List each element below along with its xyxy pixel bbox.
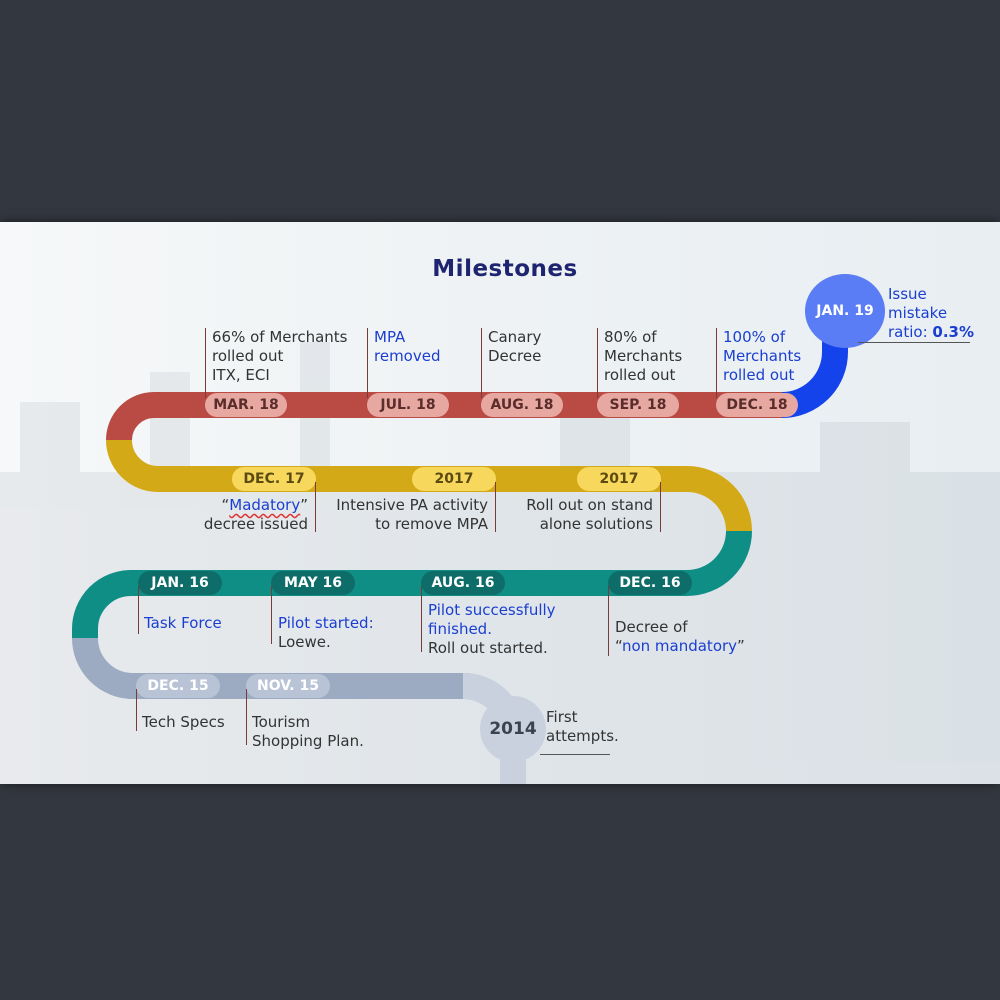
jan19-date: JAN. 19	[816, 303, 874, 319]
path-red	[106, 392, 782, 441]
row1-tick-3	[597, 328, 598, 398]
jan19-label: Issue mistake ratio: 0.3%	[888, 285, 975, 341]
page-title: Milestones	[432, 256, 578, 282]
path-teal	[72, 530, 752, 638]
row4-label-0: Tech Specs	[142, 713, 225, 731]
row3-label-0: Task Force	[144, 614, 222, 632]
row3-pill-1: MAY 16	[271, 571, 355, 595]
row1-tick-4	[716, 328, 717, 398]
row4-pill-0: DEC. 15	[136, 674, 220, 698]
start-circle: 2014	[480, 696, 546, 762]
start-underline	[540, 754, 610, 755]
row2-pill-2: 2017	[577, 467, 661, 491]
row1-pill-2: AUG. 18	[481, 393, 563, 417]
row2-tick-0	[315, 482, 316, 532]
row3-pill-0: JAN. 16	[138, 571, 222, 595]
row1-pill-0: MAR. 18	[205, 393, 287, 417]
row1-tick-1	[367, 328, 368, 398]
path-yellow	[106, 439, 752, 532]
start-year: 2014	[489, 719, 537, 739]
row1-tick-2	[481, 328, 482, 398]
row4-tick-1	[246, 689, 247, 745]
row1-pill-3: SEP. 18	[597, 393, 679, 417]
row1-pill-4: DEC. 18	[716, 393, 798, 417]
slide: Milestones JAN. 19 Issue mistake ratio: …	[0, 222, 1000, 784]
row3-label-3: Decree of “non mandatory”	[615, 618, 745, 655]
row3-tick-3	[608, 586, 609, 656]
row1-pill-1: JUL. 18	[367, 393, 449, 417]
row3-label-1: Pilot started:Loewe.	[278, 614, 374, 651]
row3-pill-2: AUG. 16	[421, 571, 505, 595]
row2-tick-1	[495, 482, 496, 532]
row2-label-0: “Madatory” decree issued	[203, 496, 308, 533]
row3-pill-3: DEC. 16	[608, 571, 692, 595]
row2-pill-1: 2017	[412, 467, 496, 491]
row4-pill-1: NOV. 15	[246, 674, 330, 698]
row3-tick-1	[271, 586, 272, 644]
row3-tick-2	[421, 586, 422, 652]
row3-tick-0	[138, 586, 139, 634]
path-gray	[72, 637, 526, 784]
row2-tick-2	[660, 482, 661, 532]
row1-tick-0	[205, 328, 206, 398]
row2-pill-0: DEC. 17	[232, 467, 316, 491]
jan19-underline	[858, 342, 970, 343]
jan19-circle: JAN. 19	[805, 274, 885, 348]
row4-tick-0	[136, 689, 137, 731]
